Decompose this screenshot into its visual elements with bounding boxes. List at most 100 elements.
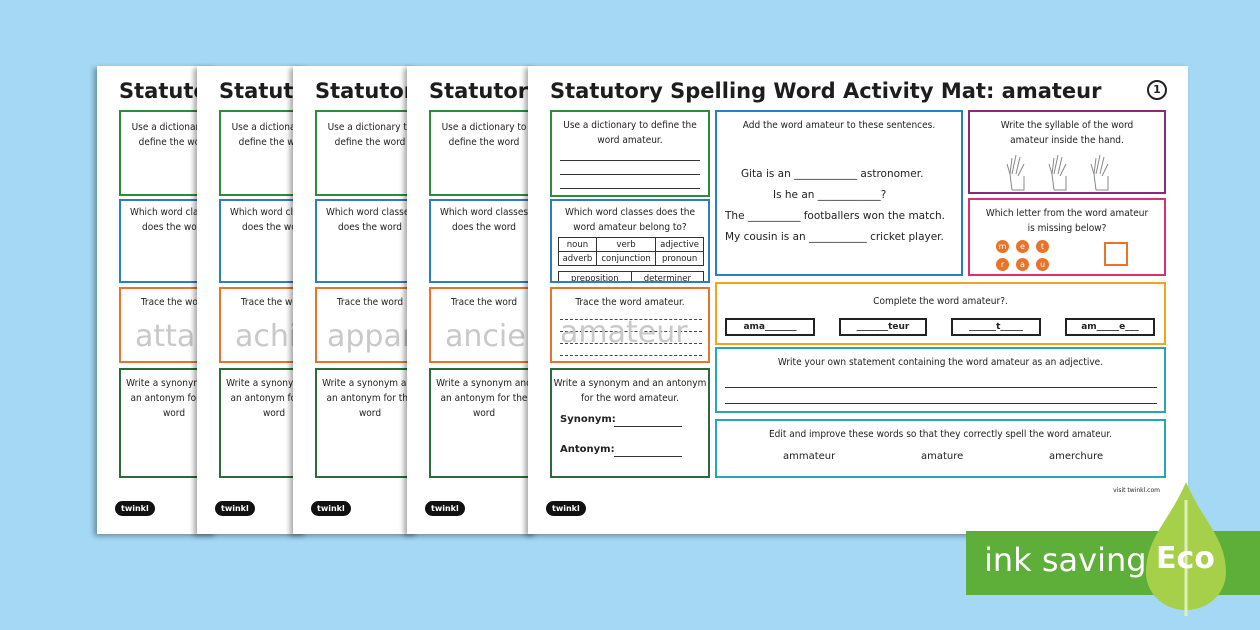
synonym-answer-line[interactable] bbox=[614, 426, 682, 427]
misspelling-2[interactable]: amature bbox=[921, 451, 964, 462]
worksheet-ancient: Statutory Spelling Word Activity Mat: an… bbox=[407, 66, 537, 534]
answer-line[interactable] bbox=[560, 188, 700, 189]
add-word-prompt: Add the word amateur to these sentences. bbox=[742, 120, 936, 131]
statement-line[interactable] bbox=[725, 403, 1157, 404]
page-number: 1 bbox=[1147, 80, 1167, 100]
word-classes-prompt: Which word classes does the word bbox=[229, 207, 307, 233]
word-classes-table-row3: preposition determiner bbox=[558, 271, 705, 281]
synonym-prompt: Write a synonym and an antonym for the w… bbox=[226, 378, 307, 419]
synonym-box: Write a synonym and an antonym for the w… bbox=[219, 368, 307, 478]
letter-tile: t bbox=[1036, 240, 1049, 253]
worksheet-achieve: Statutory Spelling Word Activity Mat: ac… bbox=[197, 66, 307, 534]
statement-box: Write your own statement containing the … bbox=[715, 347, 1166, 413]
sentence-4[interactable]: My cousin is an ___________ cricket play… bbox=[725, 231, 944, 243]
twinkl-logo: twinkl bbox=[115, 501, 155, 516]
word-classes-box: Which word classes does the word amateur… bbox=[550, 199, 710, 283]
leaf-icon bbox=[1146, 482, 1226, 616]
synonym-prompt-line1: Write a synonym and an antonym bbox=[553, 378, 707, 389]
word-fragment-3[interactable]: ______t_____ bbox=[951, 318, 1041, 336]
synonym-box: Write a synonym and an antonym for the w… bbox=[550, 368, 710, 478]
trace-guide-line bbox=[560, 343, 702, 344]
word-class-preposition[interactable]: preposition bbox=[558, 271, 632, 281]
word-class-pronoun[interactable]: pronoun bbox=[655, 251, 704, 266]
edit-prompt: Edit and improve these words so that the… bbox=[768, 429, 1113, 440]
dictionary-box: Use a dictionary to define the word bbox=[219, 110, 307, 196]
misspelling-3[interactable]: amerchure bbox=[1049, 451, 1104, 462]
word-class-noun[interactable]: noun bbox=[558, 237, 597, 252]
trace-box: Trace the word ancient bbox=[429, 287, 537, 363]
complete-word-box: Complete the word amateur?. ama_______ _… bbox=[715, 282, 1166, 345]
dictionary-prompt-line2: word amateur. bbox=[597, 135, 663, 146]
trace-word[interactable]: amateur bbox=[560, 315, 688, 350]
word-classes-box: Which word classes does the word bbox=[315, 199, 418, 283]
sheet-title: Statutory Spelling Word Activity Mat: am… bbox=[550, 79, 1102, 103]
worksheet-amateur: Statutory Spelling Word Activity Mat: am… bbox=[528, 66, 1188, 534]
answer-line[interactable] bbox=[560, 174, 700, 175]
trace-box: Trace the word achieve bbox=[219, 287, 307, 363]
twinkl-logo: twinkl bbox=[546, 501, 586, 516]
word-class-conjunction[interactable]: conjunction bbox=[595, 251, 657, 266]
missing-letter-prompt-line1: Which letter from the word amateur bbox=[985, 208, 1149, 219]
dictionary-prompt: Use a dictionary to define the word bbox=[231, 122, 307, 148]
word-class-adjective[interactable]: adjective bbox=[655, 237, 704, 252]
synonym-box: Write a synonym and an antonym for the w… bbox=[429, 368, 537, 478]
trace-word: apparent bbox=[327, 319, 418, 354]
answer-line[interactable] bbox=[560, 160, 700, 161]
word-classes-table: noun verb adjective adverb conjunction p… bbox=[558, 237, 704, 266]
statement-line[interactable] bbox=[725, 387, 1157, 388]
trace-box: Trace the word amateur. amateur bbox=[550, 287, 710, 363]
syllable-box: Write the syllable of the word amateur i… bbox=[968, 110, 1166, 194]
trace-prompt: Trace the word bbox=[140, 297, 208, 308]
answer-square[interactable] bbox=[1104, 242, 1128, 266]
sentence-1[interactable]: Gita is an ____________ astronomer. bbox=[741, 168, 924, 180]
word-fragment-4[interactable]: am_____e___ bbox=[1065, 318, 1155, 336]
word-classes-prompt: Which word classes does the word bbox=[325, 207, 415, 233]
antonym-label: Antonym: bbox=[560, 444, 615, 455]
sheet-title: Statutory Spelling Word Activity Mat: ac… bbox=[219, 79, 307, 103]
word-class-verb[interactable]: verb bbox=[595, 237, 657, 252]
dictionary-box: Use a dictionary to define the word bbox=[315, 110, 418, 196]
letter-tile: e bbox=[1016, 240, 1029, 253]
synonym-prompt-line2: for the word amateur. bbox=[581, 393, 679, 404]
antonym-answer-line[interactable] bbox=[614, 456, 682, 457]
footer-url[interactable]: visit twinkl.com bbox=[1113, 487, 1160, 494]
dictionary-box: Use a dictionary to define the word bbox=[429, 110, 537, 196]
trace-prompt: Trace the word bbox=[240, 297, 307, 308]
sentence-2[interactable]: Is he an ____________? bbox=[773, 189, 887, 201]
word-classes-box: Which word classes does the word bbox=[219, 199, 307, 283]
trace-prompt: Trace the word bbox=[336, 297, 404, 308]
misspelling-1[interactable]: ammateur bbox=[783, 451, 836, 462]
word-fragment-2[interactable]: _______teur bbox=[839, 318, 927, 336]
statement-prompt: Write your own statement containing the … bbox=[777, 357, 1104, 368]
sheet-title: Statutory Spelling Word Activity Mat: an… bbox=[429, 79, 537, 103]
word-class-adverb[interactable]: adverb bbox=[558, 251, 597, 266]
trace-word: ancient bbox=[445, 319, 537, 354]
sheet-title: Statutory Spelling Word Activity Mat: ap… bbox=[315, 79, 418, 103]
dictionary-prompt-line1: Use a dictionary to define the bbox=[563, 120, 697, 131]
synonym-prompt: Write a synonym and an antonym for the w… bbox=[436, 378, 532, 419]
letter-tile: r bbox=[996, 258, 1009, 271]
syllable-prompt-line2: amateur inside the hand. bbox=[1010, 135, 1124, 146]
word-classes-box: Which word classes does the word bbox=[429, 199, 537, 283]
dictionary-box: Use a dictionary to define the word amat… bbox=[550, 110, 710, 197]
letter-tile: a bbox=[1016, 258, 1029, 271]
trace-guide-line bbox=[560, 331, 702, 332]
twinkl-logo: twinkl bbox=[311, 501, 351, 516]
letter-tile: m bbox=[996, 240, 1009, 253]
word-class-determiner[interactable]: determiner bbox=[630, 271, 705, 281]
hands-icon[interactable] bbox=[1004, 152, 1134, 192]
eco-badge: Eco bbox=[1156, 541, 1215, 576]
dictionary-prompt: Use a dictionary to define the word bbox=[441, 122, 527, 148]
letter-tile: u bbox=[1036, 258, 1049, 271]
trace-prompt: Trace the word amateur. bbox=[575, 297, 685, 308]
trace-guide-line bbox=[560, 319, 702, 320]
sentence-3[interactable]: The __________ footballers won the match… bbox=[725, 210, 946, 222]
twinkl-logo: twinkl bbox=[215, 501, 255, 516]
worksheet-apparent: Statutory Spelling Word Activity Mat: ap… bbox=[293, 66, 418, 534]
word-fragment-1[interactable]: ama_______ bbox=[725, 318, 815, 336]
trace-guide-line bbox=[560, 355, 702, 356]
edit-box: Edit and improve these words so that the… bbox=[715, 419, 1166, 478]
missing-letter-prompt-line2: is missing below? bbox=[1027, 223, 1107, 234]
synonym-label: Synonym: bbox=[560, 414, 616, 425]
missing-letter-box: Which letter from the word amateur is mi… bbox=[968, 198, 1166, 276]
